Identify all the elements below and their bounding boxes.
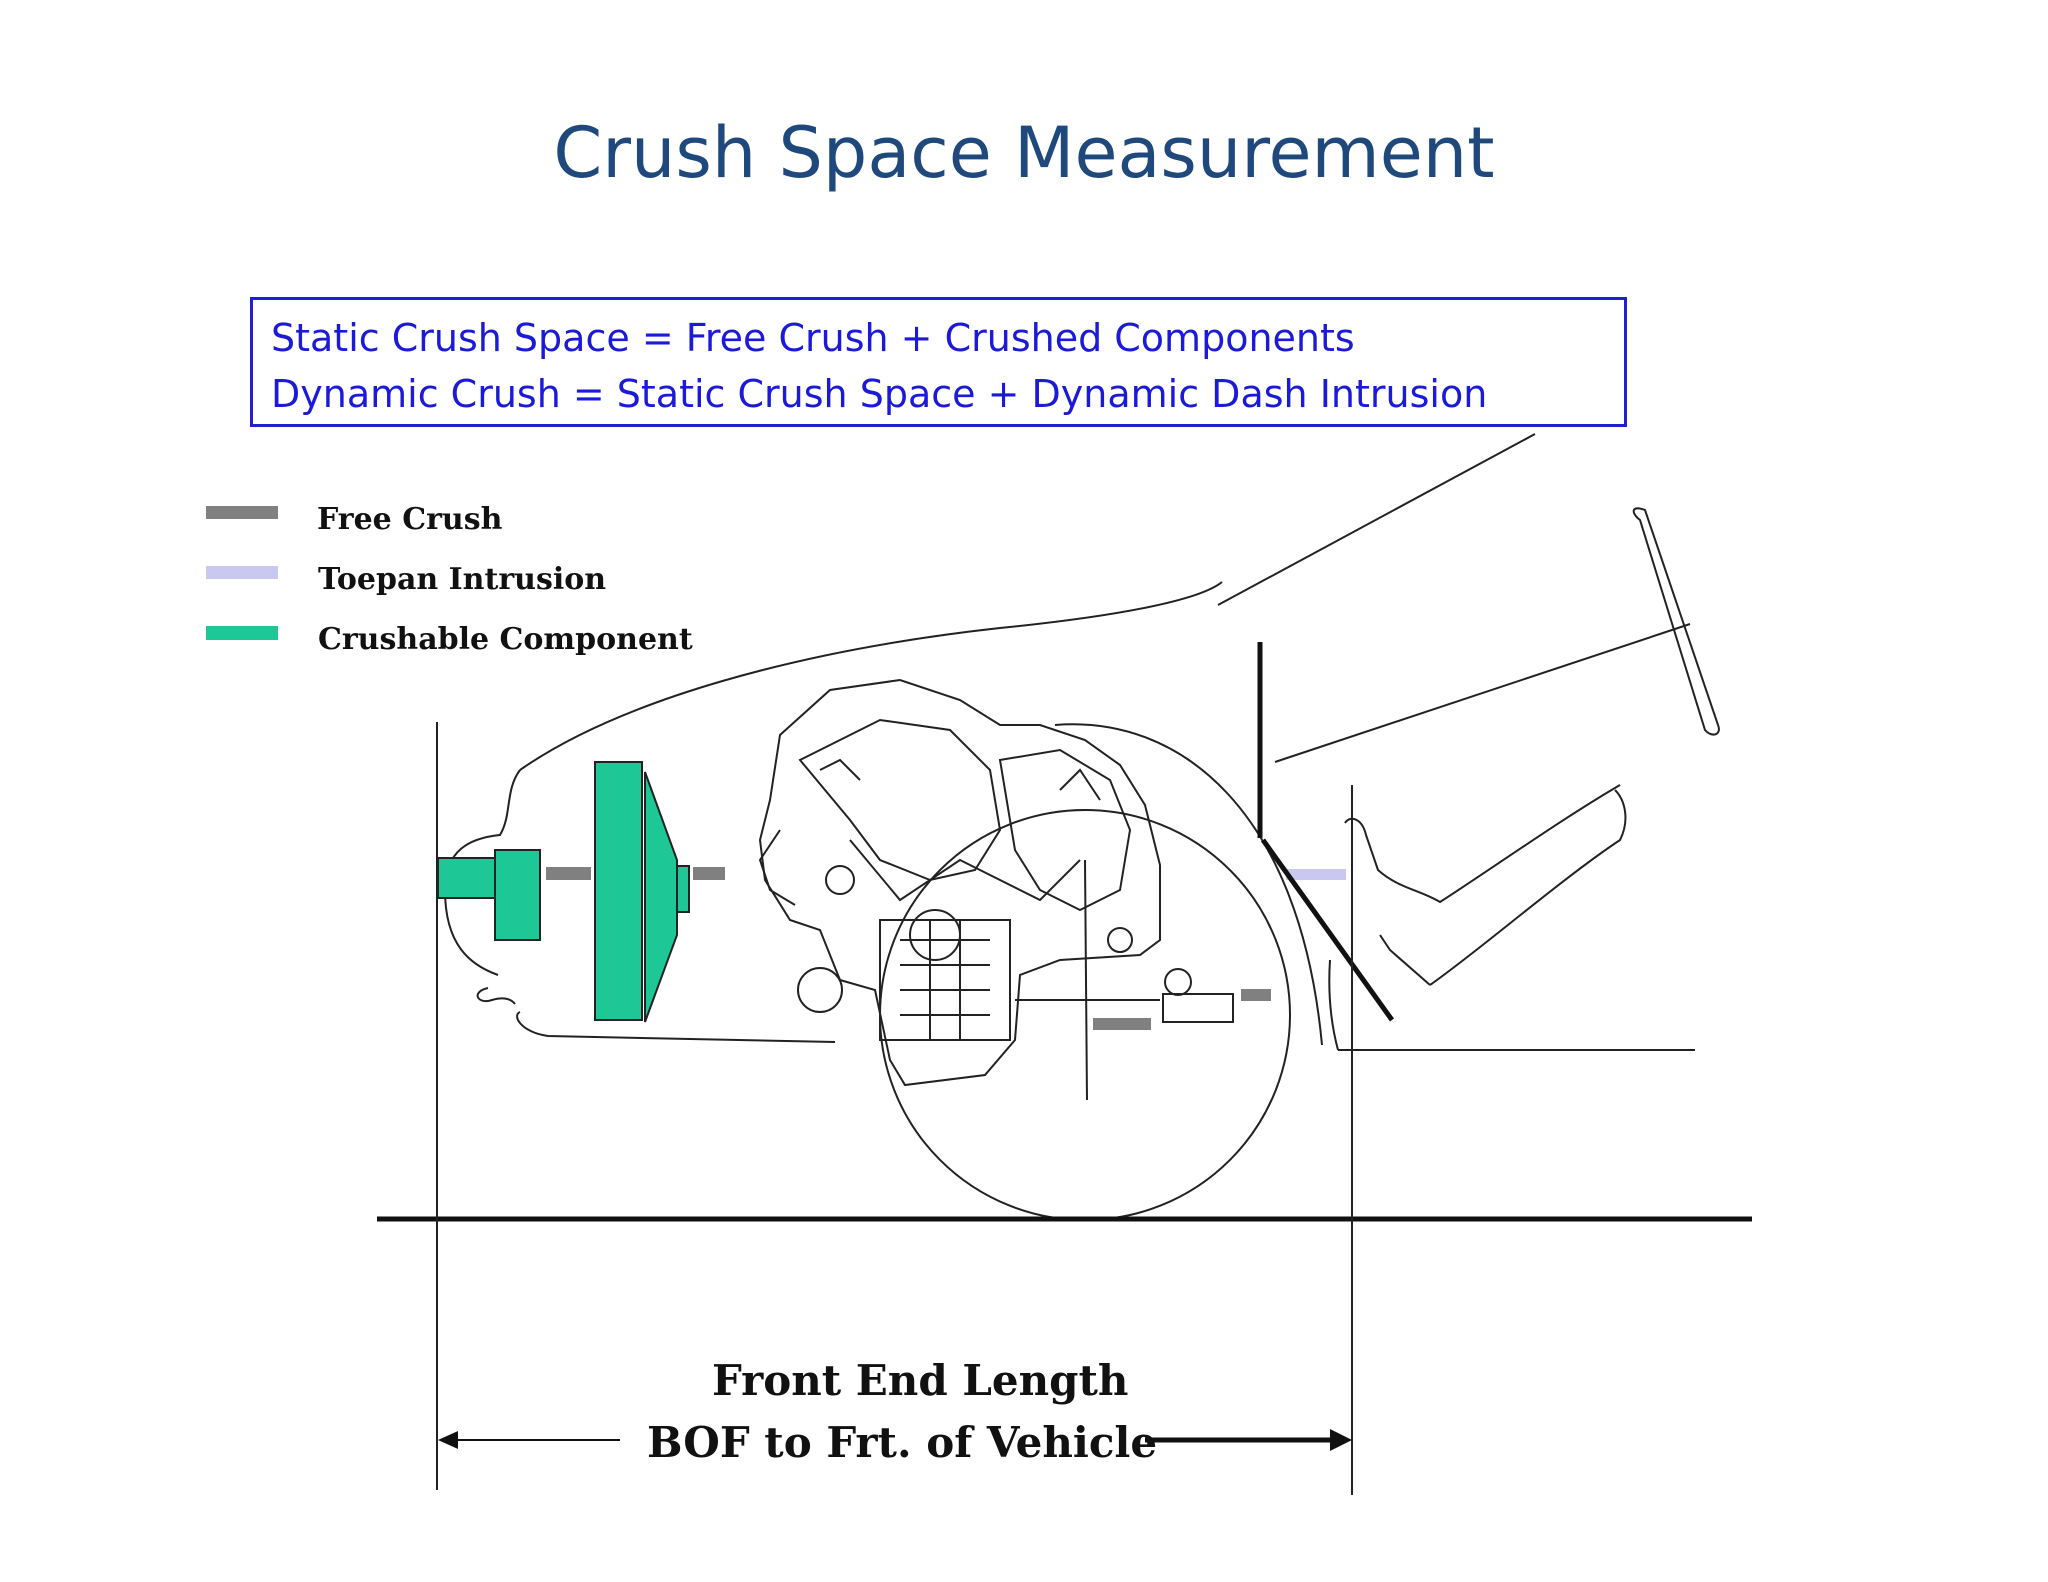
legend-label-toepan-intrusion: Toepan Intrusion: [318, 562, 607, 597]
floor-rise: [1328, 959, 1339, 1051]
free-crush-bar-3: [1093, 1018, 1151, 1030]
legend-swatch-toepan-intrusion: [206, 566, 278, 579]
driver-leg: [1344, 784, 1627, 986]
legend-swatch-crushable-component: [206, 626, 278, 640]
static-crush-formula: Static Crush Space = Free Crush + Crushe…: [271, 316, 1355, 360]
toepan-intrusion-bar: [1286, 869, 1346, 880]
booster-cap: [1164, 968, 1192, 996]
dynamic-crush-formula: Dynamic Crush = Static Crush Space + Dyn…: [271, 372, 1488, 416]
steering-column: [1274, 623, 1691, 763]
windshield-line: [1217, 433, 1536, 606]
free-crush-bar-4: [1241, 989, 1271, 1001]
hood-outline: [519, 581, 1223, 771]
bumper-beam: [437, 857, 496, 899]
dimension-label-front-end-length: Front End Length: [712, 1356, 1129, 1405]
engine-block: [758, 678, 1161, 1087]
free-crush-bar-2: [693, 867, 725, 880]
front-fascia-outline: [443, 769, 836, 1043]
dimension-arrowhead-right: [1330, 1429, 1352, 1451]
radiator: [594, 761, 643, 1021]
free-crush-bar-1: [546, 867, 591, 880]
dash-panel-lower: [1260, 838, 1395, 1022]
fan-hub: [676, 865, 690, 913]
formula-box: Static Crush Space = Free Crush + Crushe…: [250, 297, 1627, 427]
dimension-label-bof-to-front: BOF to Frt. of Vehicle: [647, 1418, 1158, 1467]
slide-title: Crush Space Measurement: [553, 112, 1495, 194]
crush-can: [494, 849, 541, 941]
steering-wheel: [1632, 507, 1720, 736]
mid-reference-line: [1084, 859, 1088, 1101]
legend-swatch-free-crush: [206, 506, 278, 519]
radiator-fan-shroud: [644, 771, 678, 1023]
legend-label-crushable-component: Crushable Component: [318, 622, 693, 657]
legend-label-free-crush: Free Crush: [317, 502, 503, 537]
lower-grille-outline: [476, 987, 516, 1005]
dimension-arrowhead-left: [438, 1431, 458, 1449]
booster-component: [1162, 993, 1234, 1023]
wheel-arch: [1054, 723, 1323, 1046]
